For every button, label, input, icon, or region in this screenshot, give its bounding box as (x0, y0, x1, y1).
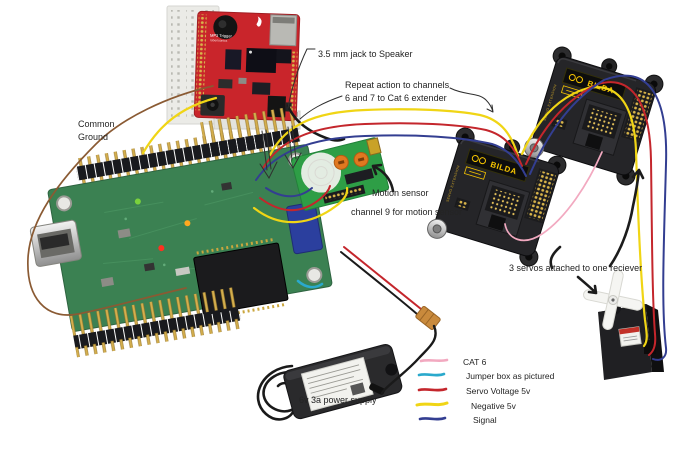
legend-label-signal: Signal (473, 415, 497, 425)
negative-wire (520, 86, 648, 348)
green-led (134, 198, 141, 205)
servo-controller-board (29, 105, 333, 358)
mp3-left-header (195, 14, 207, 111)
legend: CAT 6 Jumper box as pictured Servo Volta… (415, 357, 555, 425)
label-power-supply: 6v 3a power supply (299, 395, 377, 405)
sparkfun-logo (256, 16, 262, 27)
repeat-action-pointer-left (299, 95, 343, 120)
power-red-wire (343, 246, 422, 310)
label-common: Common (78, 119, 115, 129)
adapter-cable (380, 324, 437, 395)
label-repeat-line2: 6 and 7 to Cat 6 extender (345, 93, 447, 103)
negative-wire (268, 108, 520, 158)
barrel-adapter (415, 306, 441, 330)
legend-swatch-negative (415, 401, 449, 407)
mp3-board-subtitle: robertsonics (210, 38, 228, 43)
signal-wire (265, 187, 313, 198)
legend-swatch-cat6 (419, 358, 449, 363)
power-supply-brick (256, 343, 403, 421)
legend-label-servo-voltage: Servo Voltage 5v (466, 386, 531, 396)
channel-arrow-2 (284, 125, 302, 170)
check-mark (549, 245, 562, 270)
speaker-jack-pointer (287, 48, 316, 109)
servo-voltage-wire (262, 122, 523, 169)
label-channel9: channel 9 for motion sensor (351, 207, 462, 217)
legend-label-jumper: Jumper box as pictured (466, 371, 555, 381)
common-ground-wire (27, 85, 214, 316)
motion-sensor-arrow (371, 163, 395, 193)
crystal (175, 266, 191, 276)
legend-label-cat6: CAT 6 (463, 357, 487, 367)
mp3-trigger-board: MP3 Trigger robertsonics (193, 10, 301, 122)
label-three-servos: 3 servos attached to one reciever (509, 263, 642, 273)
speaker-cable (286, 104, 346, 142)
negative-wire (252, 186, 349, 224)
legend-swatch-jumper (417, 372, 446, 377)
micro-servo (583, 270, 664, 380)
servo-horn (583, 270, 643, 330)
yellow-led (184, 220, 191, 227)
red-led (158, 245, 165, 252)
legend-swatch-servo-voltage (417, 387, 448, 392)
mini-usb-port (29, 219, 82, 267)
servo-label (618, 326, 642, 347)
label-speaker-jack: 3.5 mm jack to Speaker (318, 49, 413, 59)
signal-wire (529, 74, 668, 361)
servo-voltage-wire (259, 185, 331, 212)
servo-voltage-wire (525, 81, 657, 356)
label-repeat-line1: Repeat action to channels (345, 80, 450, 90)
repeat-action-pointer-right (449, 87, 494, 113)
cat6-wire (504, 151, 603, 242)
label-ground: Ground (78, 132, 108, 142)
receiver-arrow (608, 168, 645, 268)
jumper-box-mark (296, 279, 324, 289)
yellow-jumper-wire (141, 96, 218, 155)
legend-swatch-signal (418, 416, 447, 421)
motion-sensor-board (290, 137, 390, 211)
sensor-connector (366, 137, 382, 156)
mp3-board-title: MP3 Trigger (210, 33, 233, 39)
psu-plug (369, 383, 385, 395)
bottom-pin-header (69, 286, 243, 358)
legend-label-negative: Negative 5v (471, 401, 517, 411)
pir-dome (301, 152, 342, 193)
servo-arrow (576, 275, 598, 295)
channel-arrow-1 (259, 129, 278, 180)
blue-capacitor (286, 201, 323, 255)
label-motion-sensor: Motion sensor (372, 188, 429, 198)
power-black-wire (340, 251, 418, 315)
